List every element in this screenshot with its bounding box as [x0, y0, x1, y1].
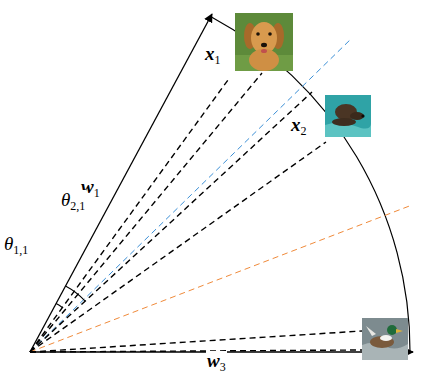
duck-photo: [362, 318, 408, 360]
dog-photo: [235, 13, 293, 71]
math-label-box: θ1,1: [3, 234, 29, 257]
math-label: x2: [290, 115, 308, 138]
unit-arc: [211, 17, 410, 353]
math-label-box: x1: [204, 44, 222, 67]
vector-w1: [30, 14, 212, 352]
dashed-rays: [30, 38, 412, 352]
math-label-box: x2: [290, 115, 308, 138]
math-label-box: θ2,1: [60, 190, 86, 213]
swimming-dog-photo: [325, 95, 371, 137]
math-label: θ1,1: [3, 234, 29, 257]
math-label: θ2,1: [60, 190, 86, 213]
angle-arc: [56, 304, 62, 308]
math-label-box: w3: [206, 351, 227, 374]
angle-arc: [66, 286, 86, 301]
math-label: w3: [206, 351, 227, 374]
math-label: x1: [204, 44, 222, 67]
